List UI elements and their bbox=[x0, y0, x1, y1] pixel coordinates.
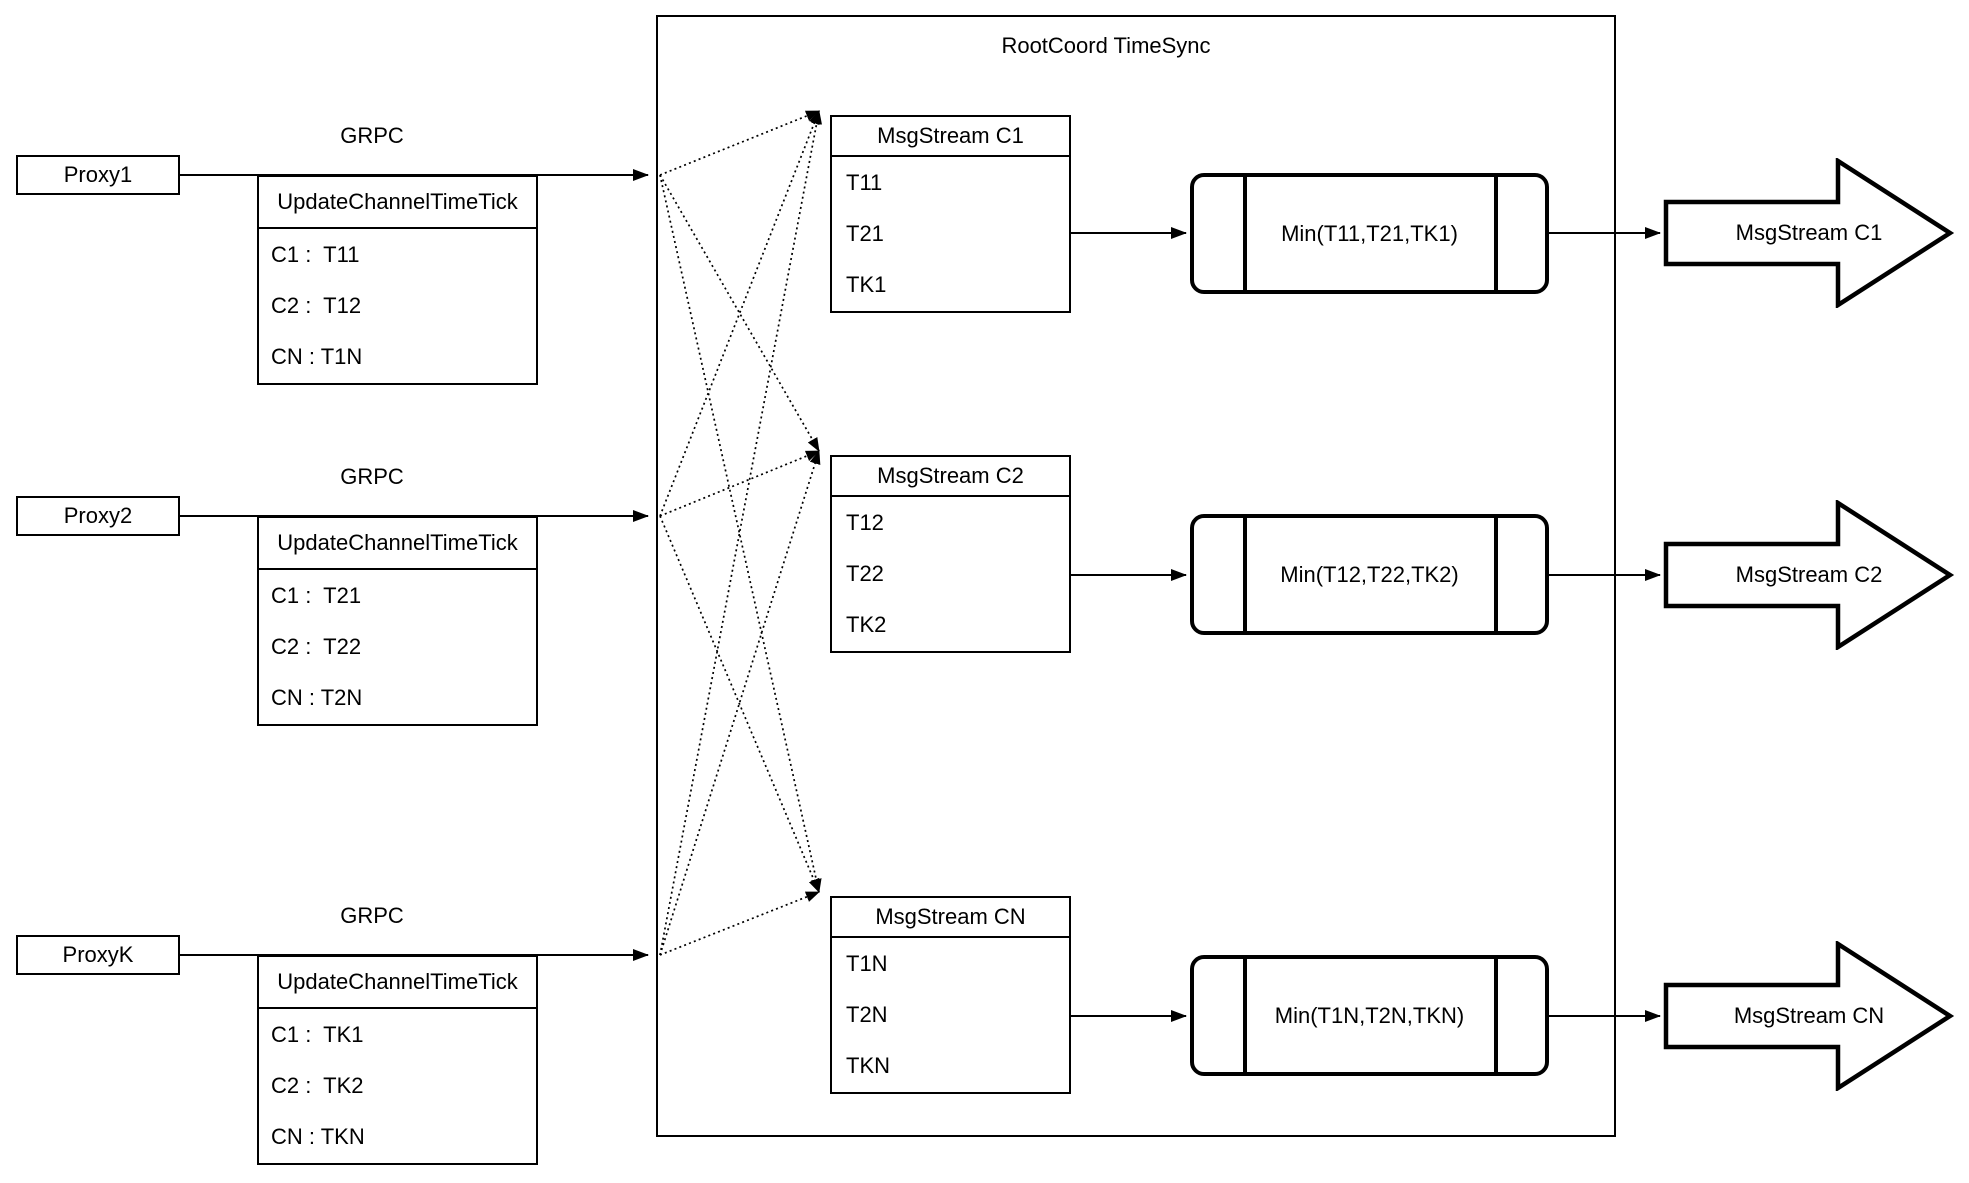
proxy1-box: Proxy1 bbox=[16, 155, 180, 195]
min-aggregator-box-2: Min(T12,T22,TK2) bbox=[1190, 514, 1549, 635]
rootcoord-title: RootCoord TimeSync bbox=[1001, 33, 1211, 58]
output-arrow-shape-2 bbox=[1663, 500, 1955, 650]
msgstream-cn-table: MsgStream CN T1N T2N TKN bbox=[830, 896, 1071, 1094]
table-header: UpdateChannelTimeTick bbox=[259, 177, 536, 229]
proxyk-box: ProxyK bbox=[16, 935, 180, 975]
table-row: T21 bbox=[846, 220, 884, 246]
table-row: CN : T2N bbox=[271, 684, 363, 710]
grpc-label-2: GRPC bbox=[340, 464, 404, 489]
update-channel-time-tick-table-2: UpdateChannelTimeTick C1 : T21 C2 : T22 … bbox=[257, 516, 538, 726]
table-row: C1 : TK1 bbox=[271, 1021, 364, 1047]
table-row: C1 : T11 bbox=[271, 241, 360, 267]
divider-line bbox=[1243, 177, 1247, 290]
output-arrow-label-2: MsgStream C2 bbox=[1735, 562, 1883, 587]
divider-line bbox=[1494, 959, 1498, 1072]
table-row: TK2 bbox=[846, 611, 887, 637]
min-aggregator-box-3: Min(T1N,T2N,TKN) bbox=[1190, 955, 1549, 1076]
table-header: MsgStream CN bbox=[832, 898, 1069, 938]
table-row: C2 : T12 bbox=[271, 292, 362, 318]
table-header: UpdateChannelTimeTick bbox=[259, 957, 536, 1009]
table-row: T1N bbox=[846, 950, 888, 976]
min-aggregator-box-1: Min(T11,T21,TK1) bbox=[1190, 173, 1549, 294]
output-arrow-label-1: MsgStream C1 bbox=[1735, 220, 1883, 245]
table-header: MsgStream C1 bbox=[832, 117, 1069, 157]
proxy2-box: Proxy2 bbox=[16, 496, 180, 536]
table-row: TK1 bbox=[846, 271, 887, 297]
table-row: T2N bbox=[846, 1001, 888, 1027]
rootcoord-box bbox=[656, 15, 1616, 1137]
table-row: T12 bbox=[846, 509, 884, 535]
table-row: TKN bbox=[846, 1052, 890, 1078]
msgstream-c1-table: MsgStream C1 T11 T21 TK1 bbox=[830, 115, 1071, 313]
divider-line bbox=[1494, 518, 1498, 631]
table-row: T22 bbox=[846, 560, 884, 586]
min-label: Min(T12,T22,TK2) bbox=[1280, 561, 1459, 587]
table-row: C2 : T22 bbox=[271, 633, 362, 659]
divider-line bbox=[1243, 518, 1247, 631]
grpc-label-3: GRPC bbox=[340, 903, 404, 928]
grpc-label-1: GRPC bbox=[340, 123, 404, 148]
table-row: C1 : T21 bbox=[271, 582, 362, 608]
table-row: T11 bbox=[846, 169, 883, 195]
msgstream-c2-table: MsgStream C2 T12 T22 TK2 bbox=[830, 455, 1071, 653]
divider-line bbox=[1494, 177, 1498, 290]
table-row: CN : TKN bbox=[271, 1123, 365, 1149]
output-arrow-shape-1 bbox=[1663, 158, 1955, 308]
table-row: C2 : TK2 bbox=[271, 1072, 364, 1098]
min-label: Min(T11,T21,TK1) bbox=[1281, 220, 1458, 246]
output-arrow-label-3: MsgStream CN bbox=[1733, 1003, 1885, 1028]
update-channel-time-tick-table-3: UpdateChannelTimeTick C1 : TK1 C2 : TK2 … bbox=[257, 955, 538, 1165]
divider-line bbox=[1243, 959, 1247, 1072]
update-channel-time-tick-table-1: UpdateChannelTimeTick C1 : T11 C2 : T12 … bbox=[257, 175, 538, 385]
table-row: CN : T1N bbox=[271, 343, 363, 369]
table-header: MsgStream C2 bbox=[832, 457, 1069, 497]
output-arrow-shape-3 bbox=[1663, 941, 1955, 1091]
table-header: UpdateChannelTimeTick bbox=[259, 518, 536, 570]
min-label: Min(T1N,T2N,TKN) bbox=[1274, 1002, 1465, 1028]
